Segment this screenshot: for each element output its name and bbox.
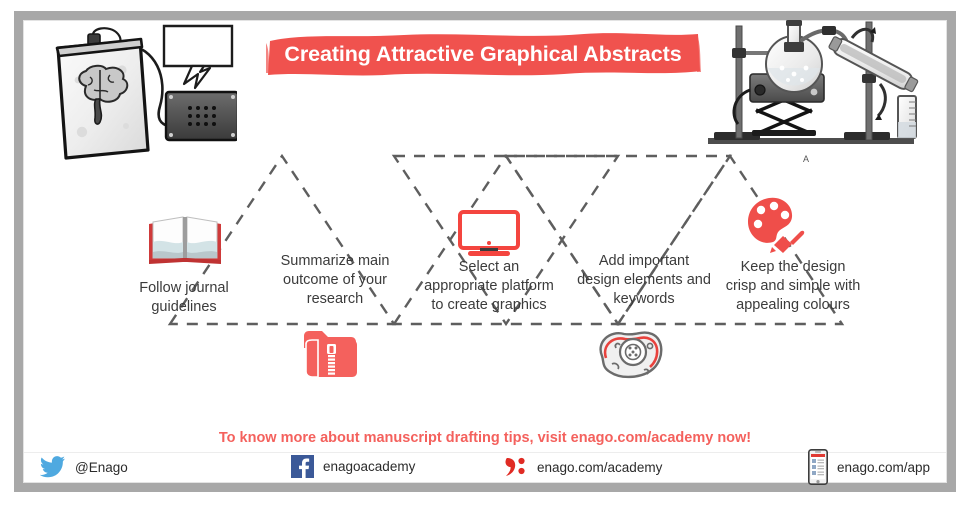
twitter-handle: @Enago (75, 459, 128, 475)
social-link-twitter[interactable]: @Enago (40, 456, 128, 478)
monitor-icon (458, 210, 520, 263)
social-link-website[interactable]: enago.com/academy (504, 456, 662, 478)
title-banner: Creating Attractive Graphical Abstracts (264, 31, 702, 77)
distillation-apparatus-illustration: A (694, 18, 930, 171)
zipped-folder-icon (302, 328, 358, 385)
twitter-icon (40, 456, 66, 478)
social-link-facebook[interactable]: enagoacademy (291, 455, 415, 478)
step-label-2: Summarize main outcome of your research (280, 253, 390, 307)
poster-title: Creating Attractive Graphical Abstracts (284, 41, 682, 66)
step-label-3: Select an appropriate platform to create… (424, 259, 554, 313)
step-label-5: Keep the design crisp and simple with ap… (725, 259, 861, 313)
brain-in-jar-illustration (52, 22, 240, 167)
social-link-app[interactable]: enago.com/app (808, 449, 930, 485)
cell-diagram-icon (592, 326, 668, 387)
step-label-1: Follow journal guidelines (139, 280, 229, 315)
call-to-action-text: To know more about manuscript drafting t… (218, 430, 752, 446)
app-handle: enago.com/app (837, 459, 931, 475)
palette-icon (744, 196, 806, 259)
facebook-icon (291, 455, 314, 478)
facebook-handle: enagoacademy (323, 459, 416, 474)
enago-logo-icon (504, 456, 528, 478)
step-label-4: Add important design elements and keywor… (577, 253, 711, 307)
svg-text:A: A (803, 154, 809, 164)
open-book-icon (145, 212, 225, 273)
smartphone-icon (808, 449, 828, 485)
footer-divider (24, 452, 946, 453)
website-handle: enago.com/academy (537, 459, 663, 475)
